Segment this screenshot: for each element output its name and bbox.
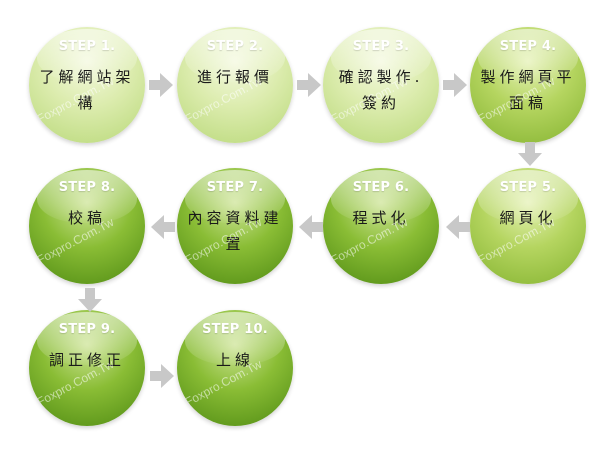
- step-2-number: STEP 2.: [206, 39, 264, 54]
- step-2-node: STEP 2. 進行報價 Foxpro.Com.Tw: [177, 27, 293, 143]
- step-8-label: 校稿: [67, 209, 106, 227]
- step-5-node: STEP 5. 網頁化 Foxpro.Com.Tw: [470, 168, 586, 284]
- step-8-node: STEP 8. 校稿 Foxpro.Com.Tw: [29, 168, 145, 284]
- step-5-label: 網頁化: [499, 209, 557, 227]
- arrow-right-icon: [297, 72, 321, 98]
- step-9-node: STEP 9. 調正修正 Foxpro.Com.Tw: [29, 310, 145, 426]
- step-7-number: STEP 7.: [206, 180, 264, 195]
- step-10-label: 上線: [215, 351, 254, 369]
- arrow-right-icon: [443, 72, 467, 98]
- step-4-number: STEP 4.: [499, 39, 557, 54]
- arrow-down-icon: [77, 288, 103, 312]
- step-3-node: STEP 3. 確認製作. 簽約 Foxpro.Com.Tw: [323, 27, 439, 143]
- step-3-label: 確認製作. 簽約: [338, 68, 424, 112]
- arrow-down-icon: [517, 142, 543, 166]
- step-7-node: STEP 7. 內容資料建置 Foxpro.Com.Tw: [177, 168, 293, 284]
- arrow-left-icon: [299, 214, 323, 240]
- step-3-number: STEP 3.: [352, 39, 410, 54]
- step-9-label: 調正修正: [48, 351, 125, 369]
- step-1-number: STEP 1.: [58, 39, 116, 54]
- step-1-node: STEP 1. 了解網站架構 Foxpro.Com.Tw: [29, 27, 145, 143]
- step-10-node: STEP 10. 上線 Foxpro.Com.Tw: [177, 310, 293, 426]
- step-6-label: 程式化: [352, 209, 410, 227]
- arrow-right-icon: [149, 72, 173, 98]
- step-8-number: STEP 8.: [58, 180, 116, 195]
- step-1-label: 了解網站架構: [39, 68, 135, 112]
- step-7-label: 內容資料建置: [187, 209, 283, 253]
- step-4-label: 製作網頁平面稿: [480, 68, 576, 112]
- step-9-number: STEP 9.: [58, 322, 116, 337]
- step-4-node: STEP 4. 製作網頁平面稿 Foxpro.Com.Tw: [470, 27, 586, 143]
- step-6-number: STEP 6.: [352, 180, 410, 195]
- step-6-node: STEP 6. 程式化 Foxpro.Com.Tw: [323, 168, 439, 284]
- arrow-left-icon: [446, 214, 470, 240]
- arrow-left-icon: [151, 214, 175, 240]
- step-2-label: 進行報價: [196, 68, 273, 86]
- step-5-number: STEP 5.: [499, 180, 557, 195]
- arrow-right-icon: [150, 363, 174, 389]
- step-10-number: STEP 10.: [202, 322, 268, 337]
